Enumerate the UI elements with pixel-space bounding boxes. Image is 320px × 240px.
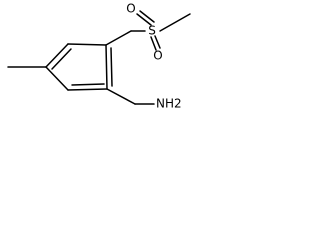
ring-bond-c5-c4 xyxy=(45,43,69,68)
ring-bond-c4-c3 xyxy=(45,66,69,91)
ring-bond-c1-c6 xyxy=(105,44,108,90)
oxygen-lower-label: O xyxy=(153,49,162,63)
s-o-upper-bond xyxy=(136,13,152,26)
ring-bond-c5-c4-inner xyxy=(51,48,72,70)
s-o-lower-bond-double xyxy=(154,35,161,49)
oxygen-upper-label: O xyxy=(126,2,135,16)
s-methyl-bond xyxy=(159,13,191,32)
ring-bond-c3-c6 xyxy=(67,88,108,91)
s-o-upper-bond-double xyxy=(139,10,155,23)
ring-bond-c6-inner xyxy=(110,47,113,87)
ch2-bond xyxy=(106,88,136,105)
s-o-lower-bond xyxy=(150,36,157,51)
ring-bond-c3-c6-inner xyxy=(71,83,105,86)
sulfur-label: S xyxy=(148,24,156,38)
chemical-structure: S O O NH2 xyxy=(7,2,191,111)
structure-canvas: S O O NH2 xyxy=(0,0,200,128)
ring-bond-c1-c2 xyxy=(105,30,132,46)
ring-bond-c1-c5 xyxy=(67,43,107,46)
amine-label: NH2 xyxy=(156,97,182,111)
